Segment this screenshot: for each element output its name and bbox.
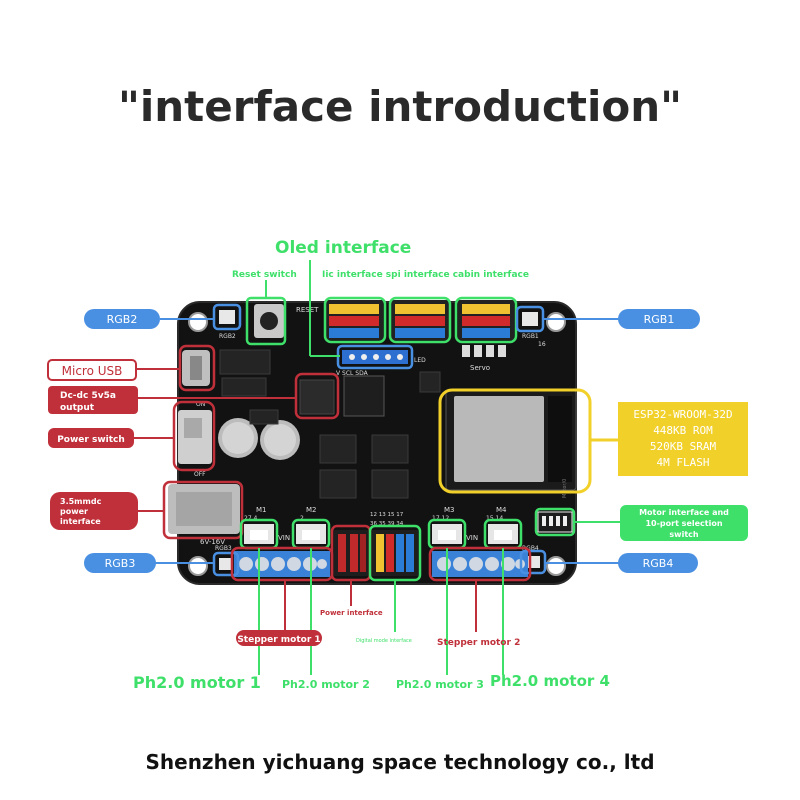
silk-m1: M1 (256, 506, 267, 514)
label-esp-line2: 448KB ROM (653, 424, 713, 437)
label-esp-line3: 520KB SRAM (650, 440, 717, 453)
label-dc-line2: power (60, 507, 88, 516)
esp32-module (445, 389, 577, 491)
label-motor-if-line3: switch (669, 530, 698, 539)
silk-m4: M4 (496, 506, 507, 514)
power-header[interactable] (334, 530, 368, 576)
label-rgb3: RGB3 (105, 557, 136, 570)
pcb-board: RESET RGB2 RGB1 16 RGB3 RGB4 ON OFF 6V-1… (168, 300, 577, 585)
label-ph-motor-1: Ph2.0 motor 1 (133, 673, 261, 692)
label-dcdc-line2: output (60, 403, 95, 413)
silk-m2: M2 (306, 506, 317, 514)
silk-m3-pins: 17 12 (432, 515, 449, 522)
label-stepper-motor-2: Stepper motor 2 (437, 638, 520, 648)
label-motor-if-line2: 10-port selection (645, 519, 722, 528)
ph-motor-1-connector[interactable] (244, 524, 274, 544)
ph-motor-2-connector[interactable] (296, 524, 326, 544)
rgb4-led-icon (526, 556, 540, 568)
label-motor-if-line1: Motor interface and (639, 508, 729, 517)
label-ph-motor-4: Ph2.0 motor 4 (490, 672, 610, 690)
silk-off: OFF (194, 471, 206, 478)
mount-hole-icon (188, 556, 208, 576)
silk-m4-pins: 15 14 (486, 515, 503, 522)
oled-header[interactable] (342, 350, 408, 364)
silk-reset: RESET (296, 306, 319, 314)
rgb2-led-icon (219, 310, 235, 324)
silk-motor0: Motor/0 (562, 479, 568, 498)
silk-m1-pins: 27 4 (244, 515, 258, 522)
label-digital-mode: Digital mode interface (356, 638, 412, 644)
digital-header[interactable] (372, 530, 418, 576)
rgb3-led-icon (219, 558, 233, 570)
label-rgb1: RGB1 (644, 313, 675, 326)
silk-pin-row2: 36 35 39 34 (370, 521, 404, 527)
inductor-chip (343, 375, 385, 417)
rgb1-led-icon (522, 312, 538, 326)
ph-motor-3-connector[interactable] (432, 524, 462, 544)
label-esp-line1: ESP32-WROOM-32D (633, 408, 732, 421)
company-footer: Shenzhen yichuang space technology co., … (145, 750, 655, 774)
page-title: "interface introduction" (118, 82, 682, 131)
silk-rgb4: RGB4 (522, 545, 539, 552)
servo-jumpers (462, 345, 506, 357)
silk-rgb3: RGB3 (215, 545, 232, 552)
label-ph-motor-2: Ph2.0 motor 2 (282, 678, 370, 691)
silk-scl-sda: V SCL SDA (336, 370, 369, 377)
iic-header[interactable] (325, 300, 383, 340)
driver-chips (219, 349, 441, 499)
badge-rgb3: RGB3 (84, 553, 156, 573)
stepper-motor-1-terminal[interactable] (234, 551, 330, 577)
capacitor-icon (218, 418, 300, 460)
label-power-switch: Power switch (57, 435, 125, 445)
silk-vin-right: VIN (466, 534, 478, 542)
label-rgb2: RGB2 (107, 313, 138, 326)
label-dcdc-line1: Dc-dc 5v5a (60, 391, 116, 401)
silk-m3: M3 (444, 506, 455, 514)
dcdc-chip (299, 379, 335, 415)
mount-hole-icon (546, 312, 566, 332)
dip-switch[interactable] (537, 511, 573, 533)
silk-m2-pins: 2 (300, 515, 304, 522)
badge-stepper-motor-1: Stepper motor 1 (236, 630, 322, 646)
spi-header[interactable] (391, 300, 449, 340)
label-iic-spi-cabin: Iic interface spi interface cabin interf… (322, 270, 529, 280)
label-reset-switch: Reset switch (232, 270, 297, 280)
label-dc-line1: 3.5mmdc (60, 497, 102, 506)
silk-pin16: 16 (538, 341, 546, 348)
silk-rgb2: RGB2 (219, 333, 236, 340)
silk-servo: Servo (470, 364, 490, 372)
label-dc-line3: interface (60, 517, 101, 526)
label-ph-motor-3: Ph2.0 motor 3 (396, 678, 484, 691)
badge-motor-interface: Motor interface and 10-port selection sw… (620, 505, 748, 541)
label-micro-usb: Micro USB (62, 364, 123, 378)
leader-lines (132, 260, 625, 675)
badge-micro-usb: Micro USB (47, 359, 137, 381)
mount-hole-icon (546, 556, 566, 576)
silk-pin-row1: 12 13 15 17 (370, 512, 404, 518)
badge-rgb4: RGB4 (618, 553, 698, 573)
badge-dc-jack: 3.5mmdc power interface (50, 492, 138, 530)
cabin-header[interactable] (458, 300, 514, 340)
silk-led: LED (414, 357, 426, 364)
badge-dcdc: Dc-dc 5v5a output (48, 386, 138, 414)
silk-vin-left: VIN (278, 534, 290, 542)
label-oled-interface: Oled interface (275, 238, 411, 258)
reset-button[interactable] (254, 304, 284, 338)
badge-esp32: ESP32-WROOM-32D 448KB ROM 520KB SRAM 4M … (618, 402, 748, 476)
silk-on: ON (196, 401, 205, 408)
label-esp-line4: 4M FLASH (657, 456, 710, 469)
silk-voltage: 6V-16V (200, 538, 225, 546)
ph-motor-4-connector[interactable] (488, 524, 518, 544)
badge-rgb1: RGB1 (618, 309, 700, 329)
label-stepper-motor-1: Stepper motor 1 (237, 635, 320, 645)
label-power-interface: Power interface (320, 609, 383, 617)
badge-power-switch: Power switch (48, 428, 134, 448)
badge-rgb2: RGB2 (84, 309, 160, 329)
silk-rgb1: RGB1 (522, 333, 539, 340)
label-rgb4: RGB4 (643, 557, 674, 570)
mount-hole-icon (188, 312, 208, 332)
